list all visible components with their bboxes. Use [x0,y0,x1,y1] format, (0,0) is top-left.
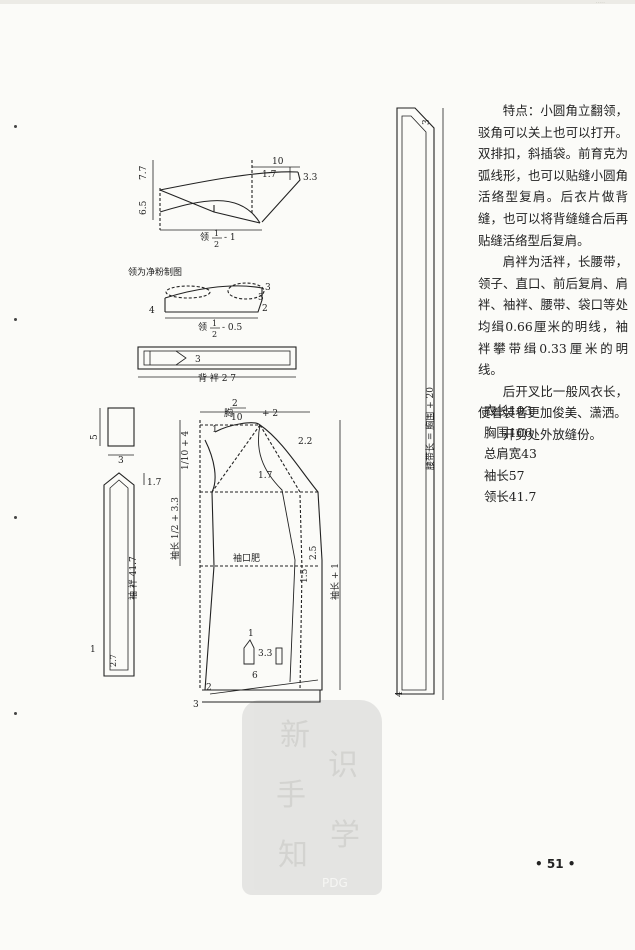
spec-line: 衣长103 [484,403,533,418]
measurement-specs: 衣长103 胸围106 总肩宽43 袖长57 领长41.7 [484,400,537,508]
sleeve-cap-label: 1/10 + 4 [181,431,191,470]
cuff-dim-27: 2.7 [109,654,118,667]
back-belt-label: 背 袢 2 7 [198,372,236,384]
long-belt-dim-3: 3 [422,119,432,125]
tab-dim-3: 3 [118,456,124,466]
collar-dim-17: 1.7 [262,170,277,180]
description-p1: 特点：小圆角立翻领，驳角可以关上也可以打开。双排扣，斜插袋。前育克为弧线形，也可… [478,103,628,248]
margin-dot [14,125,17,128]
small-tab-draft: 5 3 [90,407,135,466]
stamp-pdg: PDG [322,876,348,890]
net-base-label: 领 [198,321,207,333]
stamp-char: 知 [278,838,308,873]
sleeve-cuff-width: 袖口肥 [233,552,260,564]
sleeve-tab-draft: 1.7 袖 袢 41.7 1 2.7 [90,472,162,677]
collar-base-label: 领 [200,231,209,243]
net-dim-3a: 3 [265,283,271,293]
sleeve-chest-head: 胸 [224,407,233,419]
description-p4: 开剪处外放缝份。 [502,426,602,442]
collar-dim-33: 3.3 [303,173,318,183]
margin-dot [14,516,17,519]
top-marks: ····· [595,0,605,7]
spec-line: 总肩宽43 [484,446,537,461]
spec-line: 袖长57 [484,467,525,483]
net-base-num: 1 [212,319,217,328]
description-text: 特点：小圆角立翻领，驳角可以关上也可以打开。双排扣，斜插袋。前育克为弧线形，也可… [478,100,628,446]
collar-base-den: 2 [214,240,219,249]
description-p2: 肩袢为活袢，长腰带，领子、直口、前后复肩、肩袢、袖袢、腰带、袋口等处均缉0.66… [478,254,628,378]
net-base-den: 2 [212,330,217,339]
back-belt-dim-3: 3 [195,355,201,365]
sleeve-dim-6: 6 [252,671,258,681]
net-collar-title: 领为净粉制图 [128,266,182,278]
description-p3: 后开叉比一般风衣长，使着装者更加俊美、潇洒。 [478,383,628,421]
net-collar-draft: 领为净粉制图 3 3 2 4 领 1 2 - 0.5 [128,266,271,339]
collar-base-tail: - 1 [224,233,236,243]
sleeve-dim-22: 2.2 [298,437,312,447]
spec-line: 领长41.7 [484,489,537,504]
page-number: • 51 • [535,857,576,871]
long-belt-dim-4: 4 [395,691,405,697]
net-dim-2: 2 [262,304,268,314]
long-belt-draft: 3 腰带长 = 胸围 + 20 4 [395,107,444,700]
sleeve-dim-2b: 2 [206,683,212,693]
stamp-char: 识 [328,748,358,783]
sleeve-dim-2: 2 [232,399,238,409]
sleeve-elbow-label: 袖长 1/2 + 3.3 [169,497,181,560]
tab-dim-5: 5 [90,434,100,440]
stamp-char: 手 [276,778,306,813]
sleeve-length-label: 袖长 + 1 [329,563,341,600]
net-base-tail: - 0.5 [222,323,242,333]
collar-dim-65: 6.5 [139,200,149,215]
collar-base-num: 1 [214,229,219,238]
sleeve-dim-10: 10 [231,413,243,423]
sleeve-draft: 2 胸 10 + 2 1 2.2 1/10 + 4 1.7 袖长 [169,399,341,710]
cuff-dim-17: 1.7 [147,478,162,488]
sleeve-dim-15: 1.5 [300,568,310,583]
cuff-dim-1: 1 [90,645,96,655]
collar-dim-10: 10 [272,157,284,167]
margin-dot [14,712,17,715]
scan-top-edge [0,0,635,4]
cuff-label: 袖 袢 41.7 [127,556,139,600]
stamp-char: 学 [330,818,360,853]
net-dim-4: 4 [149,306,155,316]
spec-line: 胸围106 [484,424,533,440]
sleeve-pocket-1: 1 [248,629,254,639]
margin-dot [14,318,17,321]
sleeve-dim-33: 3.3 [258,649,273,659]
watermark-stamp: 新 识 手 学 知 [242,700,382,895]
sleeve-dim-3: 3 [193,700,199,710]
back-belt-draft: 3 背 袢 2 7 [137,346,297,384]
sleeve-dim-25: 2.5 [309,545,319,560]
collar-draft: 10 1.7 3.3 7.7 6.5 领 1 2 - 1 [139,157,318,249]
stamp-char: 新 [280,718,310,753]
long-belt-label: 腰带长 = 胸围 + 20 [424,387,436,470]
collar-dim-77: 7.7 [139,165,149,180]
sleeve-dim-17: 1.7 [258,471,273,481]
sleeve-dim-1: 1 [212,425,218,435]
sleeve-chest-tail: + 2 [262,409,278,419]
net-dim-3b: 3 [258,293,264,303]
